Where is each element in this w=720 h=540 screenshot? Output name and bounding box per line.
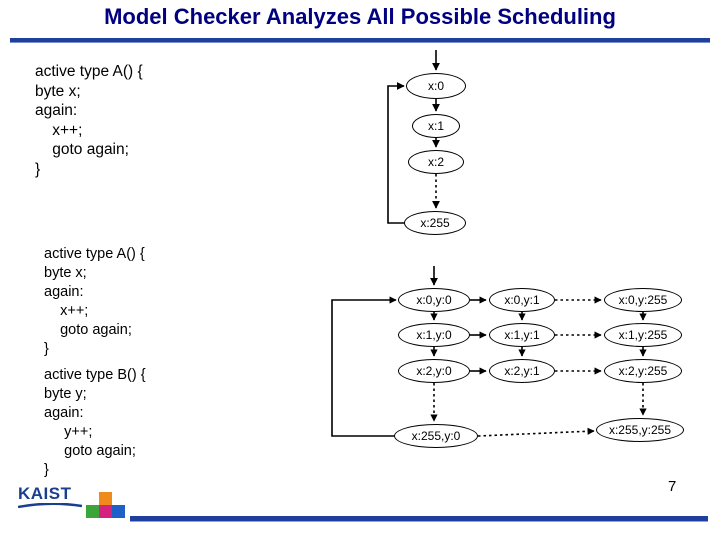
title-divider-light xyxy=(10,42,710,43)
state-node: x:255,y:255 xyxy=(596,418,684,442)
code-block-a-single: active type A() { byte x; again: x++; go… xyxy=(35,63,143,178)
kaist-logo-text: KAIST xyxy=(18,484,72,503)
state-node: x:1 xyxy=(412,114,460,138)
state-node: x:1,y:255 xyxy=(604,323,682,347)
state-node: x:0,y:255 xyxy=(604,288,682,312)
logo-square-green xyxy=(86,505,99,518)
page-number: 7 xyxy=(668,478,677,495)
code-block-b-pair: active type B() { byte y; again: y++; go… xyxy=(44,367,146,478)
state-node: x:0 xyxy=(406,73,466,99)
logo-square-orange xyxy=(99,492,112,505)
code-block-a-pair: active type A() { byte x; again: x++; go… xyxy=(44,246,145,357)
state-node: x:2,y:0 xyxy=(398,359,470,383)
kaist-logo: KAIST xyxy=(18,484,84,508)
state-node: x:2 xyxy=(408,150,464,174)
state-node: x:2,y:1 xyxy=(489,359,555,383)
state-node: x:0,y:1 xyxy=(489,288,555,312)
state-node: x:1,y:0 xyxy=(398,323,470,347)
state-node: x:1,y:1 xyxy=(489,323,555,347)
kaist-logo-swoosh xyxy=(18,503,82,508)
state-node: x:0,y:0 xyxy=(398,288,470,312)
footer-divider xyxy=(130,516,708,521)
state-node: x:2,y:255 xyxy=(604,359,682,383)
footer-divider-light xyxy=(130,521,708,522)
title-divider xyxy=(10,38,710,42)
state-node: x:255 xyxy=(404,211,466,235)
logo-square-magenta xyxy=(99,505,112,518)
state-node: x:255,y:0 xyxy=(394,424,478,448)
logo-square-blue xyxy=(112,505,125,518)
page-title: Model Checker Analyzes All Possible Sche… xyxy=(104,4,616,29)
